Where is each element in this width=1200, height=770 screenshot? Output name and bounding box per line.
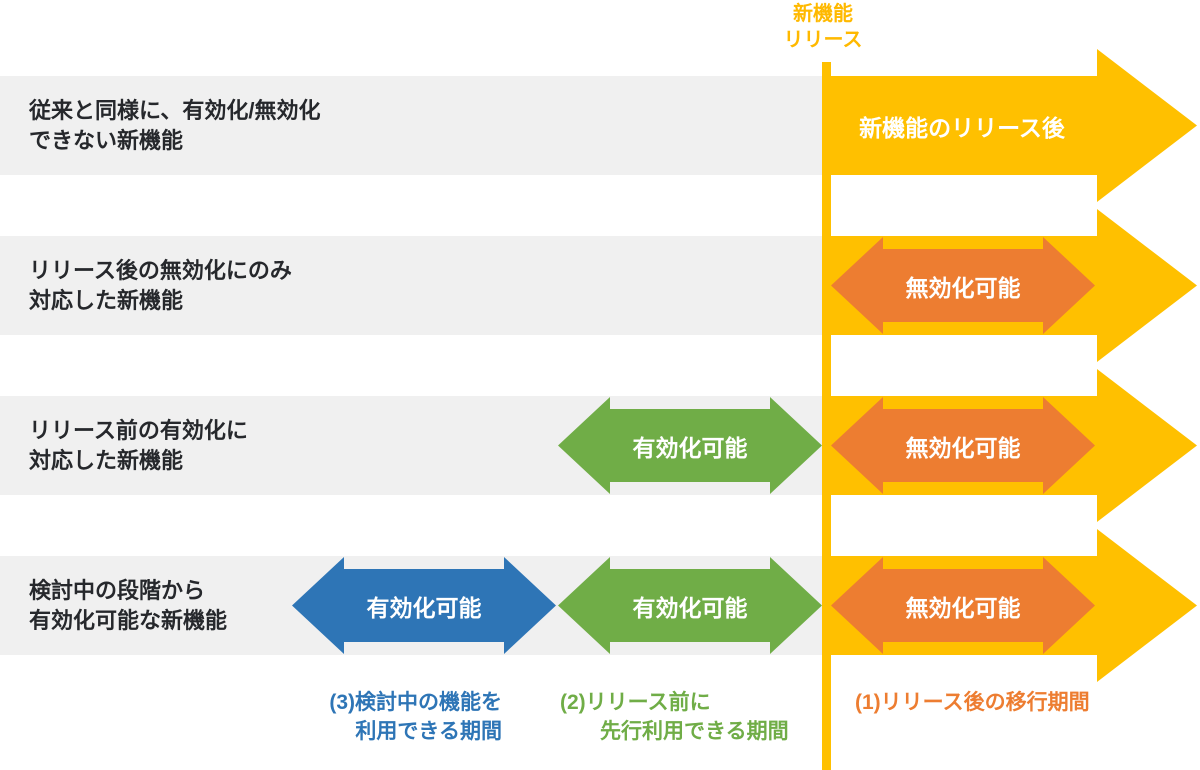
- row3-disable-arrow-label: 無効化可能: [905, 434, 1021, 461]
- row3-enable-arrow: 有効化可能: [558, 397, 822, 494]
- row2-disable-arrow: 無効化可能: [831, 237, 1095, 334]
- row4-enable-arrow-label: 有効化可能: [632, 594, 748, 621]
- row3-enable-arrow-label: 有効化可能: [632, 434, 748, 461]
- row4-consideration-enable-arrow: 有効化可能: [292, 557, 556, 654]
- release-title: 新機能 リリース: [723, 1, 923, 53]
- row1-label-line1: 従来と同様に、有効化/無効化: [29, 97, 321, 123]
- row2-disable-arrow-label: 無効化可能: [905, 274, 1021, 301]
- row4-disable-arrow-label: 無効化可能: [905, 594, 1021, 621]
- row4-label-line2: 有効化可能な新機能: [29, 607, 228, 633]
- row1-post-release-arrow-label: 新機能のリリース後: [859, 114, 1065, 141]
- row3-disable-arrow: 無効化可能: [831, 397, 1095, 494]
- release-title-line1: 新機能: [793, 3, 853, 25]
- release-title-line2: リリース: [783, 29, 863, 51]
- row2-label-band: リリース後の無効化にのみ 対応した新機能: [0, 236, 822, 335]
- legend-consideration-period: (3)検討中の機能を 利用できる期間: [300, 688, 502, 746]
- row3-label-line1: リリース前の有効化に: [29, 417, 248, 443]
- row2-label-line1: リリース後の無効化にのみ: [29, 257, 292, 283]
- row1-label-band: 従来と同様に、有効化/無効化 できない新機能: [0, 76, 822, 175]
- legend-consideration-period-line2: 利用できる期間: [355, 720, 502, 743]
- row3-label-line2: 対応した新機能: [29, 447, 184, 473]
- row2-label-line2: 対応した新機能: [29, 287, 184, 313]
- row4-enable-arrow: 有効化可能: [558, 557, 822, 654]
- legend-post-release-period-line: (1)リリース後の移行期間: [855, 691, 1090, 714]
- legend-consideration-period-line1: (3)検討中の機能を: [329, 691, 502, 714]
- row1-label-line2: できない新機能: [29, 127, 184, 153]
- legend-post-release-period: (1)リリース後の移行期間: [855, 688, 1090, 717]
- row4-consideration-enable-arrow-label: 有効化可能: [366, 594, 482, 621]
- legend-pre-release-period-line2: 先行利用できる期間: [600, 720, 789, 743]
- legend-pre-release-period: (2)リリース前に 先行利用できる期間: [560, 688, 789, 746]
- row1-post-release-arrow: 新機能のリリース後: [827, 49, 1197, 202]
- release-timeline-line: [822, 62, 831, 770]
- row4-disable-arrow: 無効化可能: [831, 557, 1095, 654]
- row4-label-line1: 検討中の段階から: [29, 577, 206, 603]
- legend-pre-release-period-line1: (2)リリース前に: [560, 691, 711, 714]
